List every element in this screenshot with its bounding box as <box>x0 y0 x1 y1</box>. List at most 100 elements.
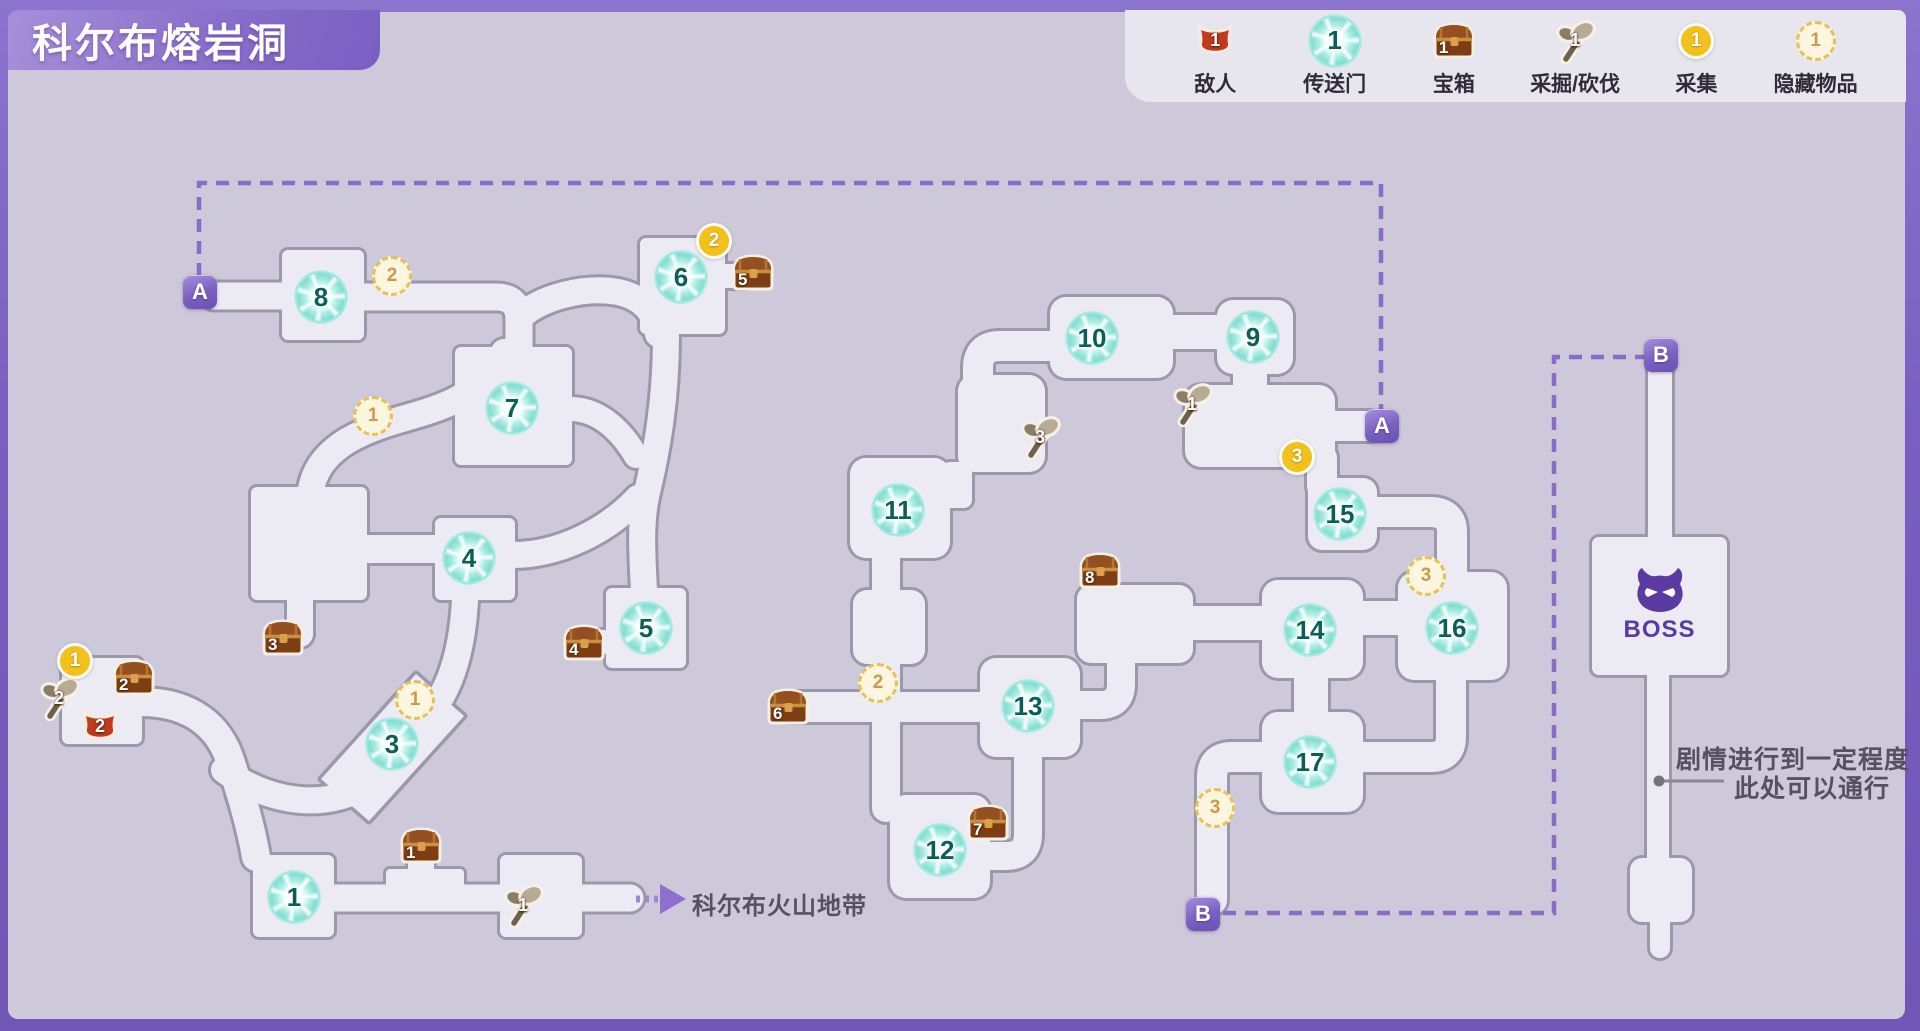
hidden-item-marker: 1 <box>395 680 435 720</box>
marker-number: 3 <box>1291 446 1303 467</box>
pickaxe-icon <box>1017 414 1063 461</box>
exit-destination-label: 科尔布火山地带 <box>692 893 867 920</box>
portal-marker: 15 <box>1313 487 1367 541</box>
marker-number: 2 <box>94 716 105 736</box>
note-line-2: 此处可以通行 <box>1734 775 1891 803</box>
marker-number: 4 <box>569 639 579 659</box>
portal-marker: 17 <box>1283 735 1337 789</box>
marker-number: 7 <box>973 819 983 839</box>
marker-number: 16 <box>1437 612 1467 643</box>
gather-marker: 1 <box>1678 22 1715 59</box>
portal-marker: 6 <box>654 250 708 304</box>
chest-icon <box>1431 20 1477 61</box>
legend-item-gather: 1 采集 <box>1653 15 1739 98</box>
legend-item-enemy: 1 敌人 <box>1172 15 1258 98</box>
legend-item-label: 隐藏物品 <box>1773 72 1858 96</box>
portal-marker: 13 <box>1001 679 1055 733</box>
pickaxe-icon <box>500 882 546 929</box>
chest-icon <box>111 657 157 698</box>
chest-marker: 7 <box>965 802 1011 843</box>
marker-number: 15 <box>1325 498 1355 529</box>
portal-marker: 8 <box>294 270 348 324</box>
marker-number: 1 <box>1210 29 1221 50</box>
chest-icon <box>1077 550 1123 591</box>
chest-marker: 2 <box>111 657 157 698</box>
marker-number: 11 <box>884 494 912 525</box>
marker-number: 1 <box>286 881 302 912</box>
enemy-marker: 1 <box>1195 22 1235 60</box>
hidden-item-marker: 2 <box>372 256 412 296</box>
marker-number: 12 <box>925 834 955 865</box>
portal-marker: 5 <box>619 601 673 655</box>
mining-marker: 3 <box>1017 414 1063 461</box>
boss-room: BOSS <box>1592 537 1727 675</box>
marker-number: 1 <box>1438 38 1449 57</box>
mining-marker: 2 <box>36 675 82 722</box>
pickaxe-icon <box>36 675 82 722</box>
marker-number: 1 <box>367 405 379 426</box>
chest-icon <box>398 825 444 866</box>
marker-number: 3 <box>1034 426 1045 447</box>
gather-marker: 3 <box>1279 439 1315 475</box>
pickaxe-icon <box>1169 381 1215 428</box>
chest-icon <box>730 252 776 293</box>
chest-icon <box>965 802 1011 843</box>
chest-marker: 3 <box>260 617 306 658</box>
marker-number: 5 <box>738 269 748 289</box>
corridor-and-room-fills <box>62 238 1727 958</box>
note-line-1: 剧情进行到一定程度 <box>1676 746 1911 774</box>
marker-number: 2 <box>872 672 884 693</box>
chest-marker: 1 <box>398 825 444 866</box>
portal-marker: 3 <box>365 717 419 771</box>
marker-number: 14 <box>1295 614 1325 645</box>
mining-marker: 1 <box>1169 381 1215 428</box>
page-title: 科尔布熔岩洞 <box>32 22 290 66</box>
waypoint-label: B <box>1195 901 1211 926</box>
waypoint-marker: A <box>1365 409 1399 443</box>
portal-marker: 1 <box>267 870 321 924</box>
portal-marker: 1 <box>1307 13 1362 68</box>
chest-marker: 6 <box>765 686 811 727</box>
waypoint-marker: B <box>1644 338 1678 372</box>
portal-marker: 11 <box>871 483 925 537</box>
pickaxe-icon <box>1552 18 1598 64</box>
waypoint-marker: B <box>1186 897 1220 931</box>
marker-number: 2 <box>386 265 398 286</box>
note-leader-line <box>1653 775 1724 787</box>
marker-number: 3 <box>1209 797 1221 818</box>
waypoint-label: A <box>1374 413 1390 438</box>
enemy-legend-icon: 1 <box>1195 15 1235 67</box>
hidden-legend-icon: 1 <box>1795 15 1836 67</box>
marker-number: 1 <box>1186 393 1197 414</box>
route-a-dashed-line <box>196 180 1384 409</box>
marker-number: 5 <box>638 612 654 643</box>
legend-item-label: 采集 <box>1675 72 1718 96</box>
portal-marker: 9 <box>1226 310 1280 364</box>
enemy-icon <box>1195 22 1235 60</box>
marker-number: 3 <box>384 728 400 759</box>
waypoint-label: A <box>192 279 208 304</box>
mining-marker: 1 <box>1552 18 1598 64</box>
marker-number: 1 <box>1691 29 1702 51</box>
mining-legend-icon: 1 <box>1552 15 1598 67</box>
marker-number: 6 <box>673 261 689 292</box>
marker-number: 2 <box>119 674 129 694</box>
marker-number: 8 <box>1085 567 1095 587</box>
marker-number: 4 <box>461 542 477 573</box>
waypoint-marker: A <box>183 275 217 309</box>
marker-number: 1 <box>69 650 81 671</box>
route-b-dashed-line <box>1223 354 1644 916</box>
gather-legend-icon: 1 <box>1678 15 1715 67</box>
marker-number: 1 <box>1327 25 1342 55</box>
marker-number: 9 <box>1245 321 1261 352</box>
hidden-item-marker: 3 <box>1195 788 1235 828</box>
legend-item-label: 敌人 <box>1194 72 1237 96</box>
exit-arrow-icon <box>636 884 686 914</box>
marker-number: 10 <box>1077 322 1107 353</box>
marker-number: 17 <box>1295 746 1325 777</box>
portal-marker: 7 <box>485 381 539 435</box>
marker-number: 1 <box>1570 30 1581 50</box>
marker-number: 3 <box>1420 565 1432 586</box>
